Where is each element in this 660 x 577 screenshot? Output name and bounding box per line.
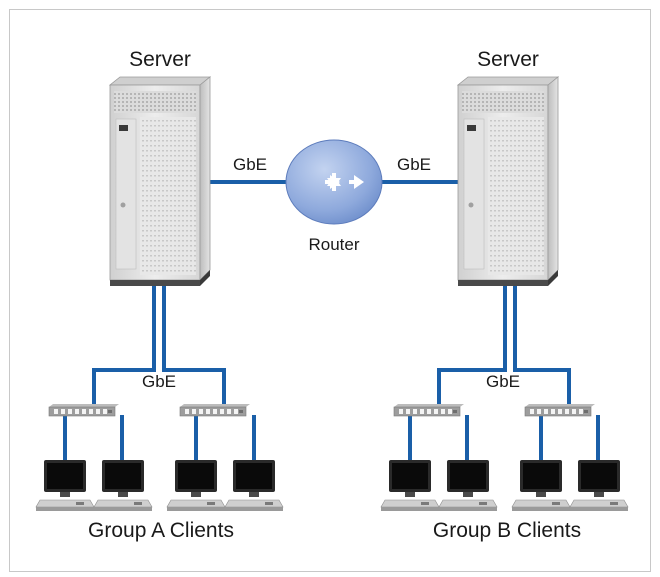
switch-group-a-label: GbE [142, 372, 176, 391]
client-a3 [166, 459, 226, 512]
server-left-label: Server [129, 48, 191, 71]
link-right-label: GbE [397, 155, 431, 174]
server-right [457, 76, 559, 287]
group-a-label: Group A Clients [88, 519, 234, 542]
switch-b1 [393, 403, 465, 417]
switch-group-b-label: GbE [486, 372, 520, 391]
client-b4 [569, 459, 629, 512]
client-b2 [438, 459, 498, 512]
server-right-label: Server [477, 48, 539, 71]
router-label: Router [308, 235, 359, 254]
switch-b2 [524, 403, 596, 417]
switch-a1 [48, 403, 120, 417]
group-b-label: Group B Clients [433, 519, 581, 542]
server-left [109, 76, 211, 287]
link-left-label: GbE [233, 155, 267, 174]
client-a1 [35, 459, 95, 512]
client-a2 [93, 459, 153, 512]
client-a4 [224, 459, 284, 512]
network-links [63, 180, 600, 462]
client-b1 [380, 459, 440, 512]
diagram-frame [9, 9, 651, 572]
switch-a2 [179, 403, 251, 417]
client-b3 [511, 459, 571, 512]
router-icon [285, 139, 383, 225]
